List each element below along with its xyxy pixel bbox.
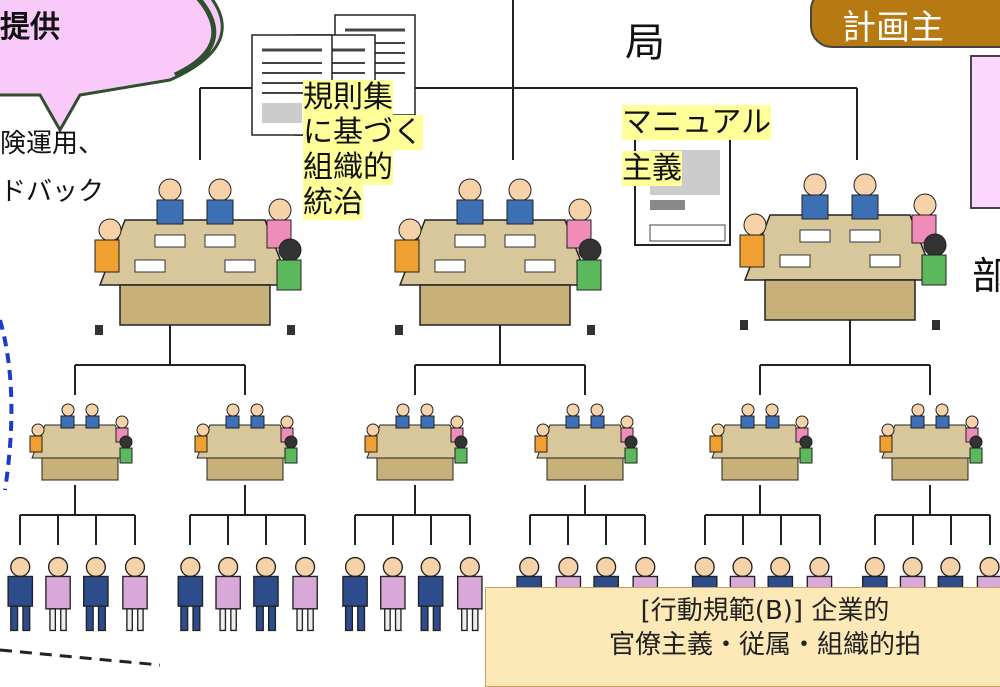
behavior-norm-banner: [行動規範(B)] 企業的 官僚主義・従属・組織的拍	[485, 587, 1000, 687]
small-meeting-2	[194, 403, 298, 481]
meeting-table-left	[94, 178, 302, 336]
small-meeting-6	[879, 403, 983, 481]
callout-bubble-tail	[173, 0, 217, 78]
rules-label-line-1: 規則集	[303, 80, 393, 115]
plan-box	[970, 55, 1000, 209]
rules-label-line-4: 統治	[303, 185, 363, 220]
rules-label: 規則集 に基づく 組織的 統治	[303, 80, 423, 220]
plan-tab-label: 計画主	[842, 8, 944, 48]
banner-line-1: [行動規範(B)] 企業的	[640, 596, 890, 626]
callout-bubble	[0, 0, 224, 134]
manual-label: マニュアル 主義	[622, 100, 772, 192]
dashed-boundary	[0, 319, 14, 491]
callout-line-1: 険運用、	[0, 129, 105, 159]
banner-line-2: 官僚主義・従属・組織的拍	[608, 630, 921, 660]
small-meeting-3	[364, 403, 468, 481]
small-meeting-5	[709, 403, 813, 481]
manual-label-line-2: 主義	[622, 151, 682, 186]
callout-line-2: ドバック	[0, 177, 105, 207]
plan-tab: 計画主	[810, 0, 1000, 48]
manual-label-line-1: マニュアル	[622, 105, 772, 140]
department-label: 部	[972, 254, 1000, 298]
meeting-table-right	[739, 173, 947, 331]
dashed-bottom-line	[0, 648, 161, 667]
bureau-label: 局	[625, 20, 665, 66]
rules-label-line-2: に基づく	[303, 115, 423, 150]
small-meeting-4	[534, 403, 638, 481]
rules-label-line-3: 組織的	[303, 150, 393, 185]
callout-title: 提供	[0, 10, 60, 45]
meeting-table-center	[394, 178, 602, 336]
callout-lines: 険運用、 ドバック	[0, 120, 104, 216]
small-meeting-1	[29, 403, 133, 481]
